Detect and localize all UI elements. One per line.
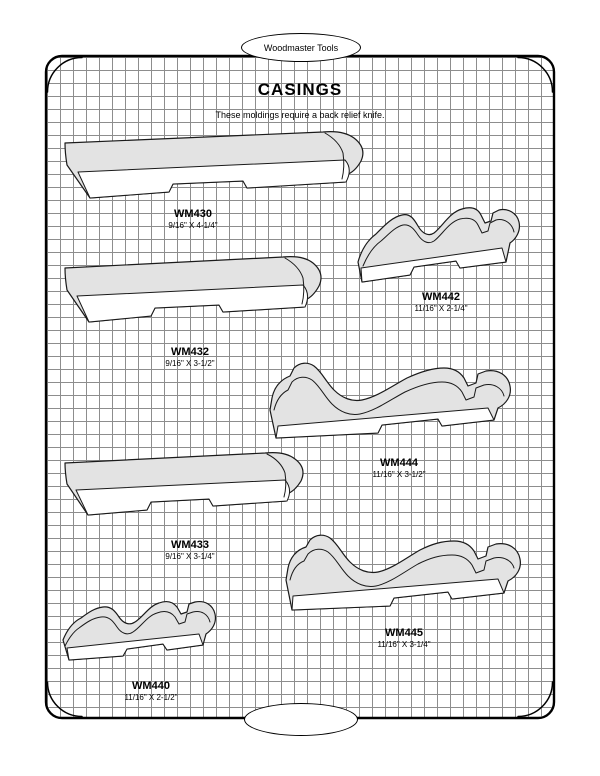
molding-label-wm433: WM433 9/16" X 3-1/4" <box>165 539 214 562</box>
model-dimensions: 9/16" X 4-1/4" <box>168 221 218 230</box>
molding-drawing-wm442 <box>357 207 521 283</box>
molding-label-wm445: WM445 11/16" X 3-1/4" <box>377 627 430 650</box>
page-title: CASINGS <box>257 80 343 99</box>
model-number: WM440 <box>132 680 170 692</box>
model-dimensions: 11/16" X 3-1/4" <box>377 640 431 649</box>
model-number: WM444 <box>380 457 418 469</box>
molding-label-wm430: WM430 9/16" X 4-1/4" <box>168 208 217 231</box>
molding-drawing-wm445 <box>285 534 521 611</box>
molding-label-wm432: WM432 9/16" X 3-1/2" <box>165 346 214 369</box>
brand-name: Woodmaster Tools <box>263 42 339 53</box>
molding-drawing-wm444 <box>269 362 511 439</box>
molding-label-wm442: WM442 11/16" X 2-1/4" <box>414 291 467 314</box>
model-number: WM433 <box>171 539 209 551</box>
model-dimensions: 11/16" X 2-1/4" <box>414 304 468 313</box>
model-number: WM442 <box>422 291 460 303</box>
model-number: WM430 <box>174 208 212 220</box>
brand-ellipse: Woodmaster Tools <box>241 33 361 62</box>
model-dimensions: 11/16" X 2-1/2" <box>124 693 178 702</box>
model-dimensions: 9/16" X 3-1/4" <box>165 552 215 561</box>
bottom-ellipse <box>244 703 358 736</box>
molding-drawing-wm440 <box>62 600 217 661</box>
model-dimensions: 11/16" X 3-1/2" <box>372 470 426 479</box>
molding-drawing-wm432 <box>64 256 322 323</box>
model-dimensions: 9/16" X 3-1/2" <box>165 359 215 368</box>
molding-drawing-wm433 <box>64 452 304 516</box>
molding-drawing-wm430 <box>64 131 364 199</box>
model-number: WM445 <box>385 627 423 639</box>
model-number: WM432 <box>171 346 209 358</box>
molding-label-wm444: WM444 11/16" X 3-1/2" <box>372 457 425 480</box>
page-note: These moldings require a back relief kni… <box>215 110 385 120</box>
molding-label-wm440: WM440 11/16" X 2-1/2" <box>124 680 177 703</box>
